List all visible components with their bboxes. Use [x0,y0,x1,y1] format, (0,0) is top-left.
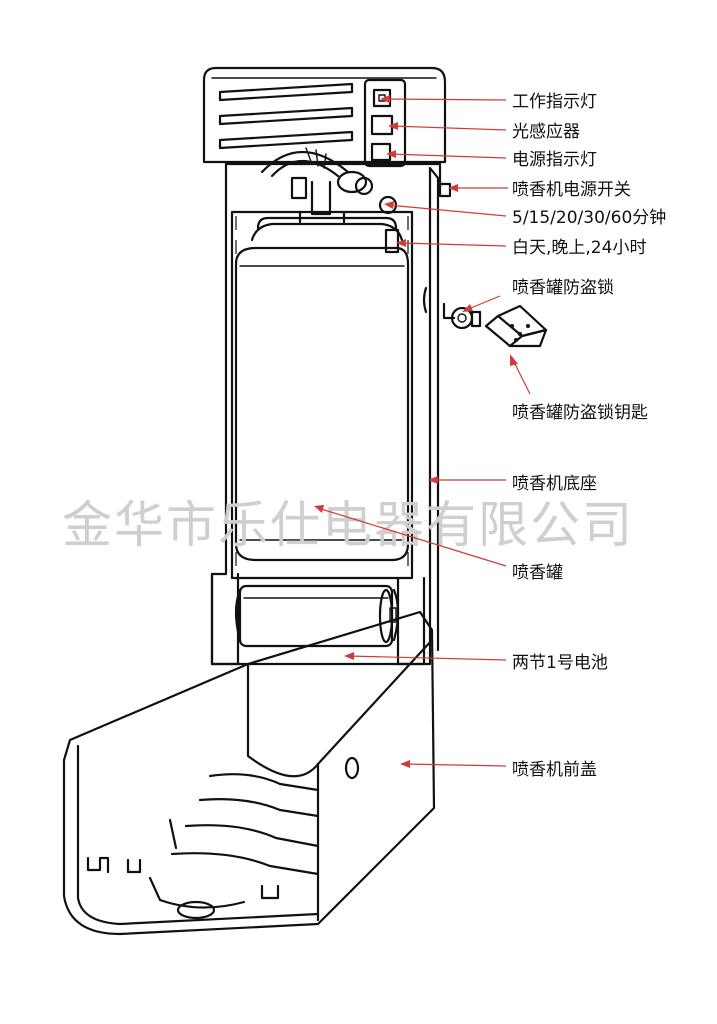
control-head [202,66,447,216]
callout-light-sensor: 光感应器 [512,122,580,142]
mode-switch [384,228,400,254]
callout-spray-can: 喷香罐 [512,563,563,583]
battery-compartment [210,572,426,666]
callout-front-cover: 喷香机前盖 [512,760,597,780]
base-body [210,162,452,666]
callout-lock-key: 喷香罐防盗锁钥匙 [512,403,648,423]
power-indicator-light [370,142,392,162]
callout-power-indicator: 电源指示灯 [512,150,597,170]
watermark: 金华市乐仕电器有限公司 [62,496,634,554]
callout-base: 喷香机底座 [512,474,597,494]
callout-labels: 工作指示灯 光感应器 电源指示灯 喷香机电源开关 5/15/20/30/60分钟… [512,92,666,780]
spray-can [234,210,410,562]
callout-lock: 喷香罐防盗锁 [512,278,614,298]
leader-lines [314,95,531,768]
anti-theft-lock [442,302,482,330]
timer-knob [378,195,398,215]
callout-mode: 白天,晚上,24小时 [512,238,646,258]
anti-theft-lock-key [484,304,548,348]
light-sensor [370,114,394,136]
callout-power-switch: 喷香机电源开关 [512,180,631,200]
front-cover [62,610,436,936]
callout-timer: 5/15/20/30/60分钟 [512,208,666,228]
power-switch [438,182,452,198]
callout-work-indicator: 工作指示灯 [512,92,597,112]
callout-batteries: 两节1号电池 [512,653,608,673]
